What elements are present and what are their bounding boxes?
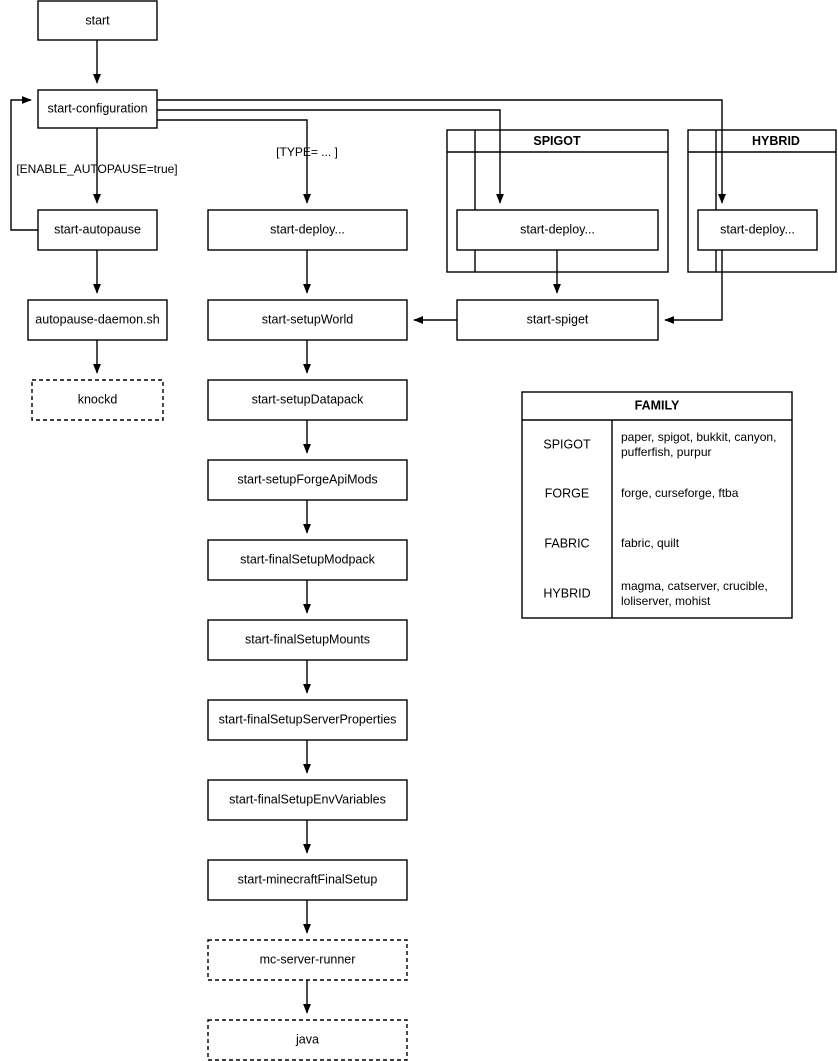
family-table-row-key: FORGE — [545, 486, 589, 500]
node-start-deploy-main-label: start-deploy... — [270, 222, 345, 236]
edge-hybrid-deploy-to-spiget — [664, 250, 723, 324]
node-start-box[interactable] — [37, 0, 158, 41]
node-start-setup-datapack[interactable]: start-setupDatapack — [207, 379, 408, 421]
node-start-autopause-box[interactable] — [37, 209, 158, 251]
node-start-deploy-main[interactable]: start-deploy... — [207, 209, 408, 251]
edge-configuration-to-deploy — [157, 119, 311, 204]
edge-label-type: [TYPE= ... ] — [276, 145, 338, 159]
edge-configuration-to-hybrid-deploy — [157, 99, 726, 204]
node-start-setup-world-label: start-setupWorld — [262, 312, 354, 326]
node-hybrid-deploy[interactable]: start-deploy... — [697, 209, 818, 251]
node-hybrid-deploy-box[interactable] — [697, 209, 818, 251]
node-start-final-setup-env-variables-label: start-finalSetupEnvVariables — [229, 792, 386, 806]
node-start-final-setup-modpack-box[interactable] — [207, 539, 408, 581]
node-start-setup-datapack-label: start-setupDatapack — [252, 392, 365, 406]
node-start-final-setup-modpack-label: start-finalSetupModpack — [240, 552, 376, 566]
node-start-final-setup-mounts-box[interactable] — [207, 619, 408, 661]
node-start-setup-forge-api-mods[interactable]: start-setupForgeApiMods — [207, 459, 408, 501]
node-autopause-daemon-box[interactable] — [27, 299, 168, 341]
node-start-final-setup-server-properties-label: start-finalSetupServerProperties — [219, 712, 397, 726]
node-start-final-setup-server-properties[interactable]: start-finalSetupServerProperties — [207, 699, 408, 741]
node-start-final-setup-mounts-label: start-finalSetupMounts — [245, 632, 370, 646]
family-table-row-value-line: fabric, quilt — [621, 536, 680, 550]
family-table-row-value-line: pufferfish, purpur — [621, 445, 712, 459]
node-mc-server-runner-box[interactable] — [207, 939, 408, 981]
node-start-configuration-box[interactable] — [37, 89, 158, 129]
node-start-label: start — [85, 13, 110, 27]
node-java[interactable]: java — [207, 1019, 408, 1061]
lane-spigot-title: SPIGOT — [533, 134, 581, 148]
family-table-row-key: FABRIC — [544, 536, 589, 550]
node-start-setup-forge-api-mods-label: start-setupForgeApiMods — [237, 472, 377, 486]
node-mc-server-runner[interactable]: mc-server-runner — [207, 939, 408, 981]
node-mc-server-runner-label: mc-server-runner — [260, 952, 356, 966]
node-start-spiget-box[interactable] — [456, 299, 659, 341]
node-start-minecraft-final-setup-label: start-minecraftFinalSetup — [238, 872, 378, 886]
family-table-row-key: HYBRID — [543, 586, 590, 600]
family-table-row-key: SPIGOT — [543, 437, 591, 451]
node-start-final-setup-mounts[interactable]: start-finalSetupMounts — [207, 619, 408, 661]
family-table-row-value-line: paper, spigot, bukkit, canyon, — [621, 430, 776, 444]
node-hybrid-deploy-label: start-deploy... — [720, 222, 795, 236]
edge-autopause-to-configuration — [10, 96, 38, 231]
node-start-autopause[interactable]: start-autopause — [37, 209, 158, 251]
node-start-setup-datapack-box[interactable] — [207, 379, 408, 421]
family-table-box — [521, 391, 793, 619]
node-start-final-setup-env-variables-box[interactable] — [207, 779, 408, 821]
family-table-title: FAMILY — [635, 398, 680, 412]
node-start-minecraft-final-setup-box[interactable] — [207, 859, 408, 901]
node-spigot-deploy-label: start-deploy... — [520, 222, 595, 236]
edge-labels: [ENABLE_AUTOPAUSE=true] [TYPE= ... ] — [16, 145, 337, 176]
node-knockd-label: knockd — [78, 392, 118, 406]
node-knockd[interactable]: knockd — [31, 379, 164, 421]
node-knockd-box[interactable] — [31, 379, 164, 421]
node-java-box[interactable] — [207, 1019, 408, 1061]
node-start-setup-forge-api-mods-box[interactable] — [207, 459, 408, 501]
node-start-setup-world-box[interactable] — [207, 299, 408, 341]
edge-label-enable-autopause: [ENABLE_AUTOPAUSE=true] — [16, 162, 177, 176]
lane-hybrid-title: HYBRID — [752, 134, 800, 148]
node-start-spiget[interactable]: start-spiget — [456, 299, 659, 341]
family-table-row-value-line: loliserver, mohist — [621, 594, 711, 608]
edges — [10, 40, 726, 1014]
node-start-final-setup-modpack[interactable]: start-finalSetupModpack — [207, 539, 408, 581]
node-start-spiget-label: start-spiget — [527, 312, 589, 326]
node-start-minecraft-final-setup[interactable]: start-minecraftFinalSetup — [207, 859, 408, 901]
node-autopause-daemon-label: autopause-daemon.sh — [35, 312, 159, 326]
node-start-final-setup-env-variables[interactable]: start-finalSetupEnvVariables — [207, 779, 408, 821]
family-table-row-value-line: magma, catserver, crucible, — [621, 579, 768, 593]
node-spigot-deploy-box[interactable] — [456, 209, 659, 251]
node-start-final-setup-server-properties-box[interactable] — [207, 699, 408, 741]
node-start-autopause-label: start-autopause — [54, 222, 141, 236]
node-start-deploy-main-box[interactable] — [207, 209, 408, 251]
node-start-configuration-label: start-configuration — [47, 101, 147, 115]
node-start-setup-world[interactable]: start-setupWorld — [207, 299, 408, 341]
node-java-label: java — [295, 1032, 319, 1046]
family-table: FAMILY SPIGOT paper, spigot, bukkit, can… — [521, 391, 793, 619]
node-start[interactable]: start — [37, 0, 158, 41]
node-spigot-deploy[interactable]: start-deploy... — [456, 209, 659, 251]
node-start-configuration[interactable]: start-configuration — [37, 89, 158, 129]
edge-configuration-to-spigot-deploy — [157, 109, 504, 204]
family-table-row-value-line: forge, curseforge, ftba — [621, 486, 739, 500]
node-autopause-daemon[interactable]: autopause-daemon.sh — [27, 299, 168, 341]
